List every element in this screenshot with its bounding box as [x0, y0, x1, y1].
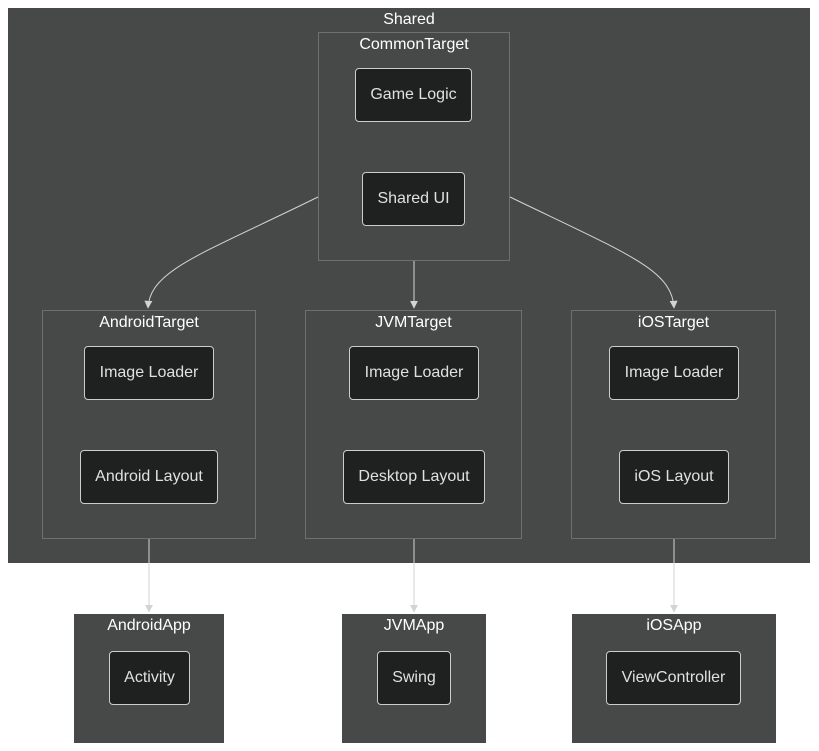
- swing-node: Swing: [377, 651, 451, 705]
- game-logic-node: Game Logic: [355, 68, 472, 122]
- ios-target-label: iOSTarget: [637, 314, 710, 331]
- activity-node: Activity: [109, 651, 190, 705]
- edge-common-to-ios: [509, 196, 678, 309]
- ios-layout-node: iOS Layout: [619, 450, 729, 504]
- android-target-label: AndroidTarget: [99, 314, 199, 331]
- ios-app-label: iOSApp: [646, 617, 702, 634]
- view-controller-node: ViewController: [606, 651, 741, 705]
- android-image-loader-node: Image Loader: [84, 346, 214, 400]
- shared-group-label: Shared: [383, 11, 435, 28]
- android-layout-node: Android Layout: [80, 450, 218, 504]
- common-target-group: CommonTarget: [318, 32, 510, 261]
- jvm-target-label: JVMTarget: [375, 314, 452, 331]
- ios-image-loader-node: Image Loader: [609, 346, 739, 400]
- edge-common-to-android: [144, 196, 319, 309]
- shared-ui-node: Shared UI: [362, 172, 465, 226]
- desktop-layout-node: Desktop Layout: [343, 450, 485, 504]
- ios-target-group: iOSTarget: [571, 310, 776, 539]
- android-target-group: AndroidTarget: [42, 310, 256, 539]
- common-target-label: CommonTarget: [359, 36, 469, 53]
- jvm-target-group: JVMTarget: [305, 310, 522, 539]
- android-app-label: AndroidApp: [107, 617, 191, 634]
- jvm-app-label: JVMApp: [383, 617, 445, 634]
- jvm-image-loader-node: Image Loader: [349, 346, 479, 400]
